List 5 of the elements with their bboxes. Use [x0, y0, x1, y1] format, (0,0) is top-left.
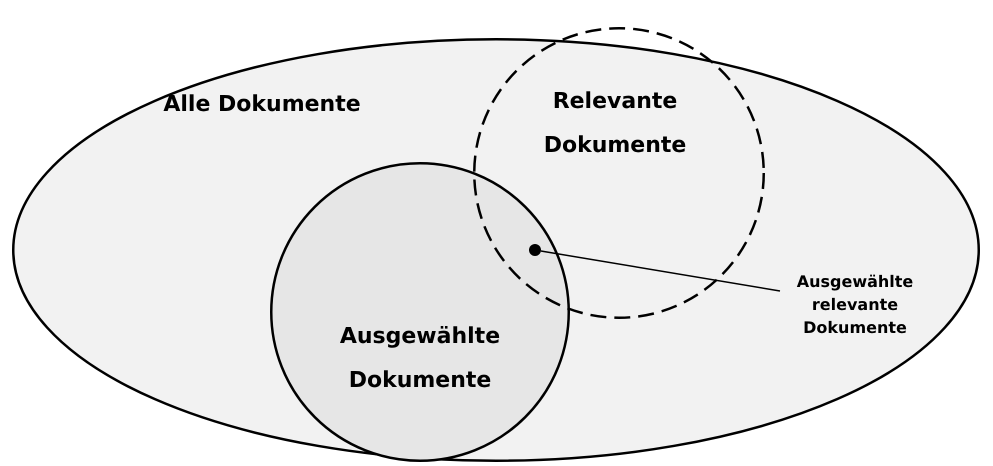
- label-text: Relevante Dokumente: [542, 88, 688, 160]
- label-text: Ausgewählte Dokumente: [338, 323, 502, 395]
- leader-line: [540, 250, 780, 292]
- label-text: Alle Dokumente: [162, 91, 362, 119]
- label-text: Ausgewählte relevante Dokumente: [796, 271, 914, 339]
